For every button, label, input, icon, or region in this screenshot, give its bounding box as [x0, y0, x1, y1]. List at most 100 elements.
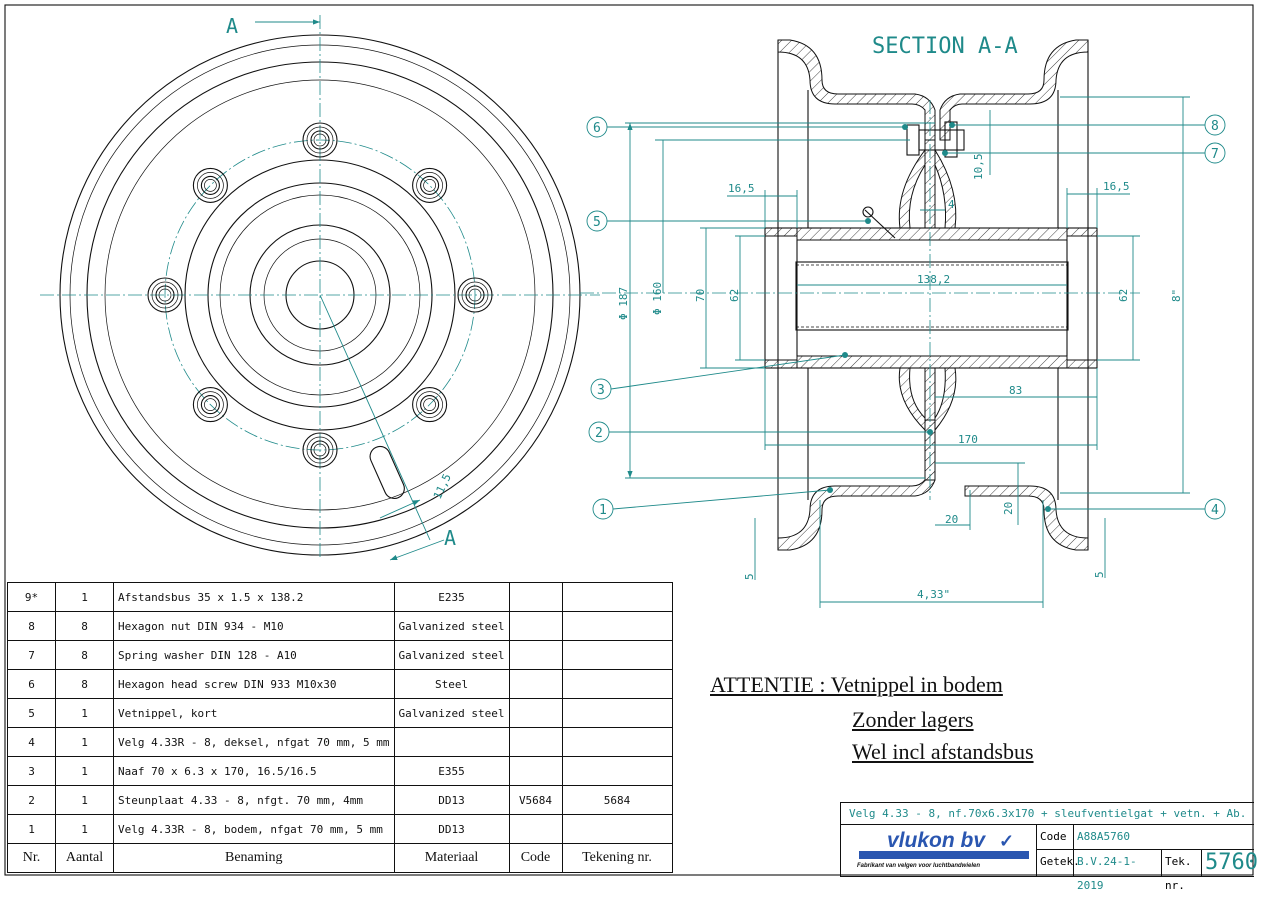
- balloon-label: 8: [1211, 119, 1219, 134]
- rim-top-half-bottom: [964, 485, 1089, 551]
- valve-slot: [369, 445, 405, 499]
- cell-qty: 1: [55, 756, 114, 786]
- parts-list-header: Nr. Aantal Benaming Materiaal Code Teken…: [7, 843, 673, 873]
- drawing-frame: [4, 4, 1254, 876]
- svg-text:4,33": 4,33": [917, 588, 950, 601]
- cell-qty: 8: [55, 611, 114, 641]
- balloon-3: 3: [590, 352, 848, 400]
- svg-text:16,5: 16,5: [1103, 180, 1130, 193]
- cell-qty: 1: [55, 727, 114, 757]
- balloon-5: 5: [586, 210, 871, 232]
- code-label: Code: [1036, 825, 1073, 850]
- cell-name: Naaf 70 x 6.3 x 170, 16.5/16.5: [113, 756, 395, 786]
- cell-qty: 1: [55, 698, 114, 728]
- section-mark-bottom: A: [444, 526, 456, 550]
- cell-name: Hexagon head screw DIN 933 M10x30: [113, 669, 395, 699]
- cell-drawing: [561, 640, 673, 670]
- cell-material: Galvanized steel: [393, 698, 510, 728]
- cell-qty: 8: [55, 669, 114, 699]
- cell-code: [508, 727, 563, 757]
- cell-name: Velg 4.33R - 8, deksel, nfgat 70 mm, 5 m…: [113, 727, 395, 757]
- bolt-hole: [302, 122, 338, 158]
- cell-name: Vetnippel, kort: [113, 698, 395, 728]
- cell-name: Velg 4.33R - 8, bodem, nfgat 70 mm, 5 mm: [113, 814, 395, 844]
- note-spacer-included: Wel incl afstandsbus: [852, 739, 1034, 764]
- cell-name: Steunplaat 4.33 - 8, nfgt. 70 mm, 4mm: [113, 785, 395, 815]
- cell-material: [393, 727, 510, 757]
- balloon-label: 3: [597, 383, 605, 398]
- cell-material: Galvanized steel: [393, 640, 510, 670]
- section-mark-top: A: [226, 14, 238, 38]
- cell-nr: 1: [7, 814, 56, 844]
- cell-nr: 4: [7, 727, 56, 757]
- cell-code: V5684: [508, 785, 563, 815]
- balloon-8: 8: [949, 114, 1226, 136]
- balloon-2: 2: [588, 421, 933, 443]
- cell-code: [508, 611, 563, 641]
- header-name: Benaming: [113, 843, 395, 873]
- cell-nr: 8: [7, 611, 56, 641]
- cell-nr: 9*: [7, 582, 56, 612]
- balloon-1: 1: [592, 487, 833, 520]
- cell-material: E235: [393, 582, 510, 612]
- header-qty: Aantal: [55, 843, 114, 873]
- section-line: [319, 294, 431, 541]
- header-material: Materiaal: [393, 843, 510, 873]
- cell-material: E355: [393, 756, 510, 786]
- balloon-label: 2: [595, 426, 603, 441]
- bolt-hole: [192, 167, 228, 203]
- cell-code: [508, 814, 563, 844]
- cell-material: DD13: [393, 814, 510, 844]
- bolt-hole: [412, 167, 448, 203]
- balloon-label: 5: [593, 215, 601, 230]
- balloon-label: 6: [593, 121, 601, 136]
- balloon-label: 4: [1211, 503, 1219, 518]
- hub: [764, 227, 1098, 369]
- cell-code: [508, 640, 563, 670]
- drawing-nr-value: 5760: [1201, 850, 1258, 876]
- bolt-shank: [918, 129, 965, 151]
- svg-text:20: 20: [1002, 502, 1015, 515]
- cell-qty: 1: [55, 582, 114, 612]
- cell-drawing: [561, 698, 673, 728]
- nut: [944, 121, 958, 158]
- svg-text:16,5: 16,5: [728, 182, 755, 195]
- cell-material: Steel: [393, 669, 510, 699]
- title-description: Velg 4.33 - 8, nf.70x6.3x170 + sleufvent…: [841, 803, 1254, 825]
- svg-text:62: 62: [1117, 289, 1130, 302]
- cell-nr: 6: [7, 669, 56, 699]
- title-block: Velg 4.33 - 8, nf.70x6.3x170 + sleufvent…: [840, 802, 1258, 892]
- cell-drawing: [561, 669, 673, 699]
- header-nr: Nr.: [7, 843, 56, 873]
- svg-text:11,5: 11,5: [431, 472, 454, 502]
- svg-text:10,5: 10,5: [972, 154, 985, 181]
- balloon-label: 7: [1211, 147, 1219, 162]
- spacer-tube: [795, 261, 1069, 331]
- balloon-label: 1: [599, 503, 607, 518]
- cell-name: Hexagon nut DIN 934 - M10: [113, 611, 395, 641]
- svg-text:20: 20: [945, 513, 958, 526]
- cell-nr: 2: [7, 785, 56, 815]
- front-view: A A 11,5: [40, 14, 600, 561]
- cell-code: [508, 669, 563, 699]
- cell-nr: 7: [7, 640, 56, 670]
- code-value: A88A5760: [1073, 825, 1254, 850]
- company-logo: vlukon bv ✓ Fabrikant van velgen voor lu…: [849, 827, 1034, 875]
- cell-drawing: [561, 814, 673, 844]
- cell-code: [508, 582, 563, 612]
- svg-text:138,2: 138,2: [917, 273, 950, 286]
- note-attention: ATTENTIE : Vetnippel in bodem: [710, 672, 1003, 697]
- cell-name: Afstandsbus 35 x 1.5 x 138.2: [113, 582, 395, 612]
- cell-qty: 8: [55, 640, 114, 670]
- svg-text:4: 4: [948, 198, 955, 211]
- cell-drawing: [561, 756, 673, 786]
- bolt-hole: [457, 277, 493, 313]
- balloon-6: 6: [586, 116, 908, 138]
